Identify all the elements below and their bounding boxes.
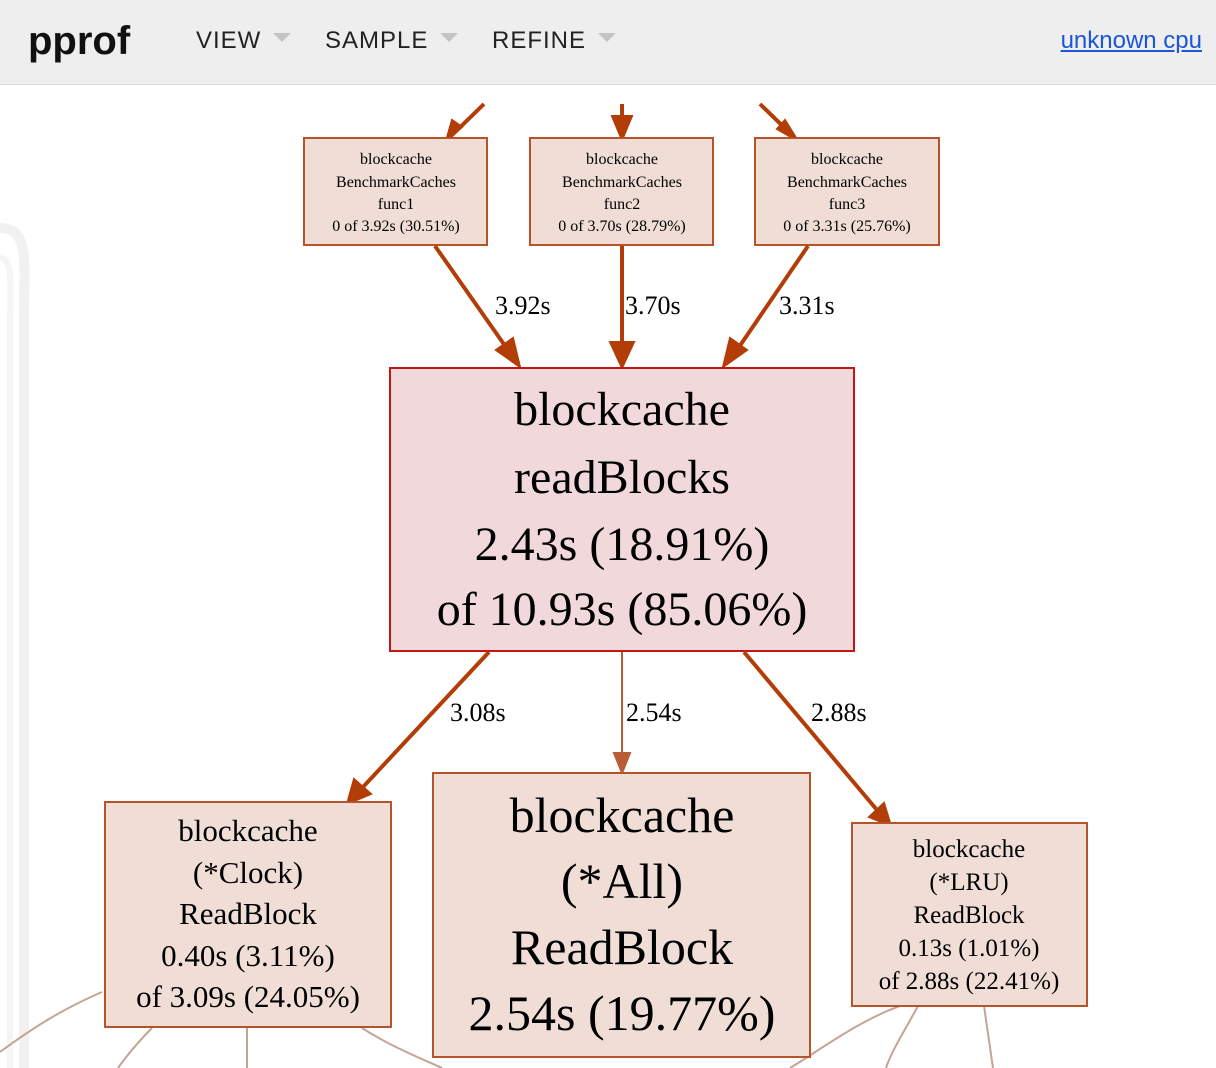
node-func2-line3: func2 — [604, 196, 640, 213]
node-lru-line4: 0.13s (1.01%) — [899, 935, 1040, 962]
node-all-line1: blockcache — [510, 787, 735, 843]
edge-func1-to-readblocks[interactable]: 3.92s — [433, 244, 551, 370]
node-func2-line1: blockcache — [586, 151, 658, 168]
edge-func3-to-readblocks[interactable]: 3.31s — [721, 244, 835, 370]
edge-func2-to-readblocks[interactable]: 3.70s — [608, 246, 681, 371]
edge-clock-label: 3.08s — [450, 698, 506, 727]
edge-func1-label: 3.92s — [495, 291, 551, 320]
node-clock-line4: 0.40s (3.11%) — [161, 938, 335, 973]
node-all-line4: 2.54s (19.77%) — [469, 985, 776, 1041]
edge-all-label: 2.54s — [626, 698, 682, 727]
node-func3[interactable]: blockcache BenchmarkCaches func3 0 of 3.… — [754, 137, 940, 246]
node-func1-line1: blockcache — [360, 151, 432, 168]
node-lru-line3: ReadBlock — [913, 902, 1025, 929]
node-func3-line3: func3 — [829, 196, 865, 213]
edge-into-func2[interactable] — [610, 104, 634, 143]
edge-into-func3[interactable] — [758, 102, 799, 142]
node-lru-line5: of 2.88s (22.41%) — [879, 968, 1060, 995]
node-func1-line4: 0 of 3.92s (30.51%) — [332, 218, 460, 235]
node-func2-line4: 0 of 3.70s (28.79%) — [558, 218, 686, 235]
node-all-line3: ReadBlock — [511, 919, 733, 975]
edge-func2-label: 3.70s — [625, 291, 681, 320]
node-func3-line4: 0 of 3.31s (25.76%) — [783, 218, 911, 235]
background-edge-shadow — [0, 223, 30, 1068]
sample-menu[interactable]: SAMPLE — [325, 26, 459, 56]
call-graph-svg: blockcache BenchmarkCaches func1 0 of 3.… — [0, 102, 1088, 1068]
top-bar: pprof VIEW SAMPLE REFINE unknown cpu — [0, 0, 1216, 85]
edge-into-func1[interactable] — [444, 102, 486, 144]
edge-func3-label: 3.31s — [779, 291, 835, 320]
node-all-line2: (*All) — [561, 853, 683, 909]
sample-type-link[interactable]: unknown cpu — [1060, 27, 1202, 54]
node-clock-readblock[interactable]: blockcache (*Clock) ReadBlock 0.40s (3.1… — [104, 801, 392, 1028]
node-readblocks-line3: 2.43s (18.91%) — [475, 518, 770, 571]
node-clock-line3: ReadBlock — [179, 896, 317, 931]
node-func1-line2: BenchmarkCaches — [336, 174, 456, 191]
node-readblocks-line1: blockcache — [514, 383, 730, 436]
edge-readblocks-to-all[interactable]: 2.54s — [612, 652, 682, 776]
node-clock-line1: blockcache — [178, 813, 317, 848]
pprof-logo[interactable]: pprof — [28, 19, 131, 63]
edge-lru-label: 2.88s — [811, 698, 867, 727]
node-lru-line2: (*LRU) — [929, 869, 1008, 896]
view-caret-icon — [273, 33, 292, 43]
node-func3-line1: blockcache — [811, 151, 883, 168]
node-readblocks-line2: readBlocks — [514, 451, 730, 504]
refine-menu-label: REFINE — [492, 27, 587, 54]
node-readblocks-line4: of 10.93s (85.06%) — [437, 583, 808, 636]
call-graph[interactable]: blockcache BenchmarkCaches func1 0 of 3.… — [0, 85, 1216, 1068]
node-func2-line2: BenchmarkCaches — [562, 174, 682, 191]
edge-readblocks-to-lru[interactable]: 2.88s — [742, 650, 893, 828]
edge-readblocks-to-clock[interactable]: 3.08s — [345, 650, 506, 806]
node-readblocks[interactable]: blockcache readBlocks 2.43s (18.91%) of … — [389, 367, 855, 652]
background-edge-shadow-2 — [0, 255, 14, 1068]
node-lru-readblock[interactable]: blockcache (*LRU) ReadBlock 0.13s (1.01%… — [851, 822, 1088, 1007]
node-lru-line1: blockcache — [913, 836, 1025, 863]
view-menu[interactable]: VIEW — [196, 26, 292, 56]
node-func1[interactable]: blockcache BenchmarkCaches func1 0 of 3.… — [303, 137, 488, 246]
node-clock-line5: of 3.09s (24.05%) — [136, 979, 360, 1014]
faint-outgoing-edges — [0, 991, 994, 1068]
node-all-readblock[interactable]: blockcache (*All) ReadBlock 2.54s (19.77… — [432, 772, 811, 1058]
node-clock-line2: (*Clock) — [193, 855, 303, 890]
node-func3-line2: BenchmarkCaches — [787, 174, 907, 191]
refine-menu[interactable]: REFINE — [492, 26, 617, 56]
refine-caret-icon — [598, 33, 617, 43]
sample-caret-icon — [440, 33, 459, 43]
node-func2[interactable]: blockcache BenchmarkCaches func2 0 of 3.… — [529, 137, 714, 246]
node-func1-line3: func1 — [378, 196, 414, 213]
sample-menu-label: SAMPLE — [325, 27, 429, 54]
view-menu-label: VIEW — [196, 27, 262, 54]
